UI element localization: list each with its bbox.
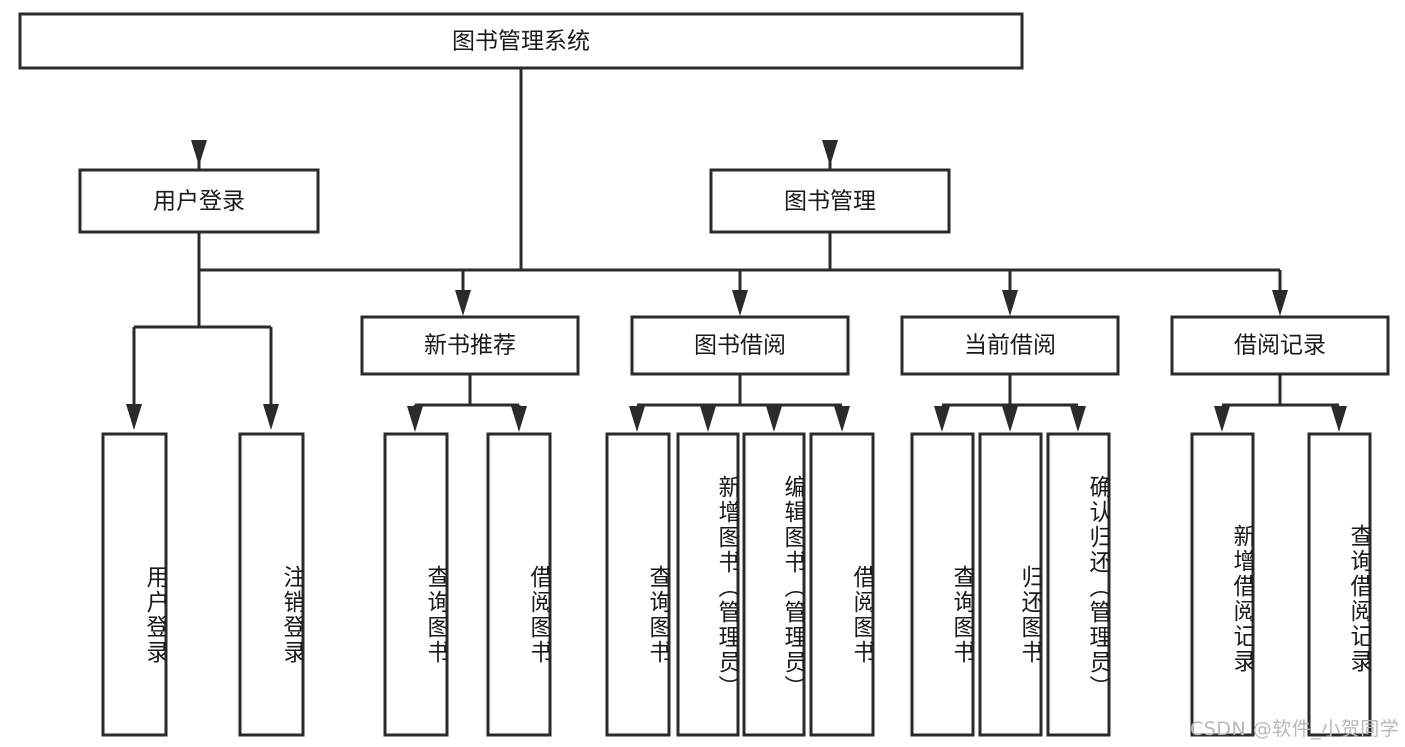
arrowhead-book-manage (822, 140, 838, 166)
arrowhead-leaf-user-logout (263, 404, 279, 430)
leaf-query-book-1-box[interactable] (383, 432, 449, 737)
arrowhead-current-borrow (1002, 290, 1018, 316)
leaf-add-record-box[interactable] (1190, 432, 1255, 737)
node-book-borrow-box[interactable] (630, 315, 850, 376)
connector-group-book-borrow (629, 374, 850, 432)
leaf-confirm-return-box[interactable] (1046, 432, 1111, 737)
leaf-query-record-box[interactable] (1307, 432, 1372, 737)
arrowhead-leaf-borrow-book-1 (511, 406, 527, 432)
arrowhead-leaf-user-login (126, 404, 142, 430)
node-current-borrow[interactable]: 当前借阅 (900, 315, 1120, 376)
node-borrow-record-label: 借阅记录 (1234, 333, 1326, 359)
arrowhead-leaf-query-book-1 (407, 406, 423, 432)
connector-group-current-borrow (934, 374, 1086, 432)
arrowhead-leaf-add-book (700, 406, 716, 432)
node-borrow-record[interactable]: 借阅记录 (1170, 315, 1390, 376)
node-root-box[interactable] (18, 12, 1024, 70)
node-user-login-box[interactable] (78, 168, 320, 234)
arrowhead-leaf-query-book-2 (629, 406, 645, 432)
node-book-borrow-label: 图书借阅 (694, 333, 786, 359)
arrowhead-leaf-query-record (1331, 406, 1347, 432)
leaf-query-book-2-box[interactable] (605, 432, 671, 737)
arrowhead-new-book-recommend (455, 290, 471, 316)
leaf-query-book-3-box[interactable] (910, 432, 975, 737)
node-borrow-record-box[interactable] (1170, 315, 1390, 376)
leaf-return-book-box[interactable] (978, 432, 1043, 737)
node-new-book-recommend-label: 新书推荐 (424, 333, 516, 359)
arrowhead-borrow-record (1272, 290, 1288, 316)
leaf-boxes-group (101, 432, 1372, 737)
arrowhead-leaf-return-book (1002, 406, 1018, 432)
connector-group-book-manage (455, 232, 1288, 316)
leaf-borrow-book-1-box[interactable] (486, 432, 552, 737)
node-current-borrow-label: 当前借阅 (964, 333, 1056, 359)
leaf-borrow-book-2-box[interactable] (809, 432, 875, 737)
node-book-manage[interactable]: 图书管理 (709, 168, 951, 234)
node-new-book-recommend[interactable]: 新书推荐 (360, 315, 580, 376)
leaf-add-book-box[interactable] (676, 432, 740, 737)
arrowhead-user-login (191, 140, 207, 166)
node-book-borrow[interactable]: 图书借阅 (630, 315, 850, 376)
connector-group-borrow-record (1214, 374, 1347, 432)
leaf-user-login-box[interactable] (101, 432, 168, 737)
leaf-edit-book-box[interactable] (742, 432, 806, 737)
arrowhead-leaf-query-book-3 (934, 406, 950, 432)
node-root-label: 图书管理系统 (452, 29, 590, 55)
node-new-book-recommend-box[interactable] (360, 315, 580, 376)
arrowhead-book-borrow (732, 290, 748, 316)
arrowhead-leaf-confirm-return (1070, 406, 1086, 432)
connector-group-new-book-recommend (407, 374, 527, 432)
node-current-borrow-box[interactable] (900, 315, 1120, 376)
leaf-user-logout-box[interactable] (238, 432, 305, 737)
node-user-login-label: 用户登录 (153, 189, 245, 215)
node-book-manage-label: 图书管理 (784, 189, 876, 215)
node-book-manage-box[interactable] (709, 168, 951, 234)
connector-group-user-login (126, 232, 279, 430)
node-root[interactable]: 图书管理系统 (18, 12, 1024, 70)
arrowhead-leaf-edit-book (766, 406, 782, 432)
node-user-login[interactable]: 用户登录 (78, 168, 320, 234)
arrowhead-leaf-add-record (1214, 406, 1230, 432)
arrowhead-leaf-borrow-book-2 (834, 406, 850, 432)
